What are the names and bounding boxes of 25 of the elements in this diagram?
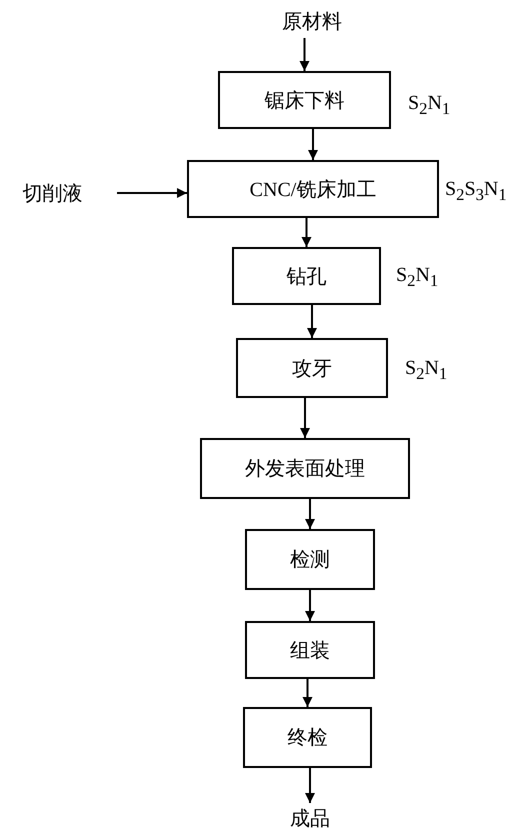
code-label: S$_{2}$N$_{1}$ xyxy=(396,264,438,291)
process-box: 检测 xyxy=(245,529,375,590)
code-label: S$_{2}$S$_{3}$N$_{1}$ xyxy=(445,178,507,205)
arrow xyxy=(307,305,317,338)
arrow xyxy=(308,129,318,160)
process-box: 锯床下料 xyxy=(218,71,391,129)
arrow xyxy=(300,38,310,71)
flow-label: 原材料 xyxy=(272,6,352,36)
process-box: 终检 xyxy=(243,707,372,768)
flow-label: 切削液 xyxy=(10,178,95,208)
arrow xyxy=(117,188,187,198)
flow-label: 成品 xyxy=(282,803,338,833)
arrow xyxy=(300,398,310,438)
arrow xyxy=(305,499,315,529)
process-box: CNC/铣床加工 xyxy=(187,160,439,218)
code-label: S$_{2}$N$_{1}$ xyxy=(408,92,450,119)
process-box: 攻牙 xyxy=(236,338,388,398)
arrow xyxy=(302,679,312,707)
arrow xyxy=(305,768,315,803)
arrow xyxy=(305,590,315,621)
process-box: 钻孔 xyxy=(232,247,381,305)
process-box: 外发表面处理 xyxy=(200,438,410,499)
process-box: 组装 xyxy=(245,621,375,679)
arrow xyxy=(302,218,312,247)
code-label: S$_{2}$N$_{1}$ xyxy=(405,357,448,384)
